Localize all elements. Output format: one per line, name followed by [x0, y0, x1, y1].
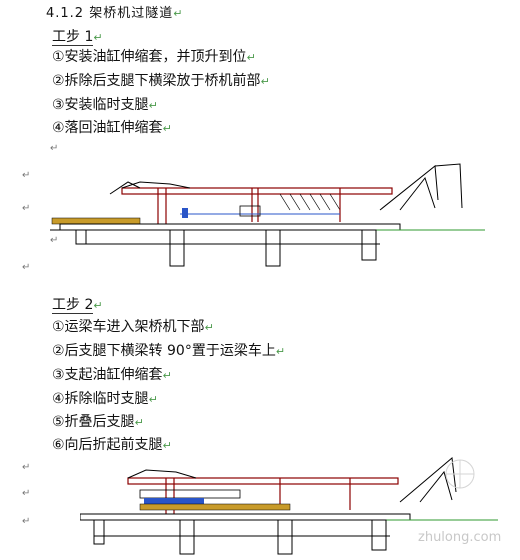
- step2-item-1: ①运梁车进入架桥机下部↵: [52, 319, 214, 335]
- bridge-machine-diagram-step2: [80, 457, 498, 555]
- step1-title: 工步 1↵: [52, 29, 103, 46]
- step2-item-5: ⑤折叠后支腿↵: [52, 414, 144, 430]
- step2-title: 工步 2↵: [52, 297, 103, 314]
- section-heading: 4.1.2 架桥机过隧道↵: [46, 6, 184, 21]
- step2-item-4: ④拆除临时支腿↵: [52, 391, 158, 407]
- paragraph-mark: ↵: [50, 143, 59, 154]
- paragraph-mark: ↵: [22, 462, 31, 473]
- paragraph-mark: ↵: [22, 262, 31, 273]
- paragraph-mark: ↵: [22, 203, 31, 214]
- step2-item-2: ②后支腿下横梁转 90°置于运梁车上↵: [52, 343, 286, 359]
- step1-item-4: ④落回油缸伸缩套↵: [52, 120, 172, 136]
- paragraph-mark: ↵: [22, 170, 31, 181]
- step1-item-2: ②拆除后支腿下横梁放于桥机前部↵: [52, 73, 270, 89]
- watermark: zhulong.com: [418, 530, 502, 545]
- step1-item-1: ①安装油缸伸缩套，并顶升到位↵: [52, 49, 256, 65]
- paragraph-mark: ↵: [50, 235, 59, 246]
- paragraph-mark: ↵: [22, 516, 31, 527]
- paragraph-mark: ↵: [22, 488, 31, 499]
- step1-item-3: ③安装临时支腿↵: [52, 97, 158, 113]
- bridge-machine-diagram-step1: [50, 163, 485, 267]
- step2-item-3: ③支起油缸伸缩套↵: [52, 367, 172, 383]
- step2-item-6: ⑥向后折起前支腿↵: [52, 437, 172, 453]
